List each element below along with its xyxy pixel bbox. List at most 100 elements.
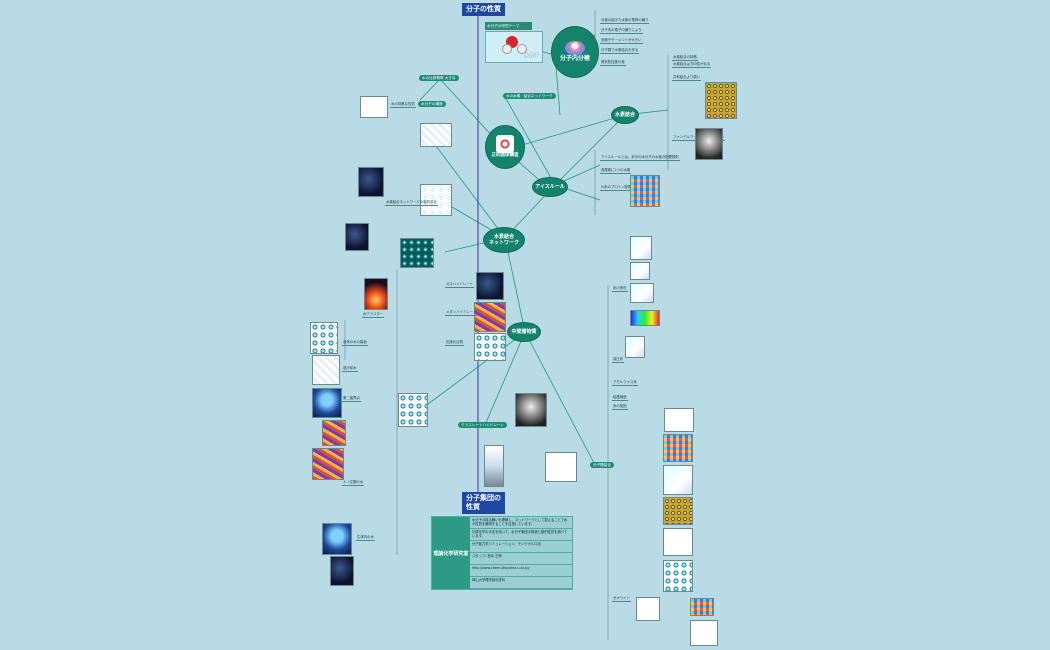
label-left-3: 過冷却水 [342, 366, 358, 372]
lab-name: 理論化学研究室 [432, 517, 470, 589]
label-ice-2: 各酸素に2つの水素 [600, 168, 632, 174]
label-right-5: 氷の相図 [612, 404, 628, 410]
lab-info-panel: 理論化学研究室 水分子の振る舞いを理解し、ネットワークとして捉えることで水の性質… [431, 516, 573, 590]
hub-label: 水素結合 [614, 111, 635, 118]
label-mid-2: メタンハイドレート [445, 310, 478, 316]
hub-ice-rules[interactable]: アイスルール [533, 178, 567, 196]
hub-intermediate-material[interactable]: 中間層物質 [508, 323, 540, 341]
molecule-property-title: 分子の性質 [462, 3, 505, 17]
network-graph-image [420, 123, 452, 147]
cage-image [474, 333, 506, 361]
label-left-6: 生体内の水 [356, 535, 375, 541]
zeolite-image [636, 597, 660, 621]
nanospace-image [322, 523, 352, 555]
lab-url-link[interactable]: http://www.chem.okayama-u.ac.jp/ [470, 565, 572, 577]
label-intra-3: 双極子モーメントが大きい [600, 38, 643, 44]
pill-hbond-sp[interactable]: 分子間結合 [590, 462, 614, 469]
portrait-image [515, 393, 547, 427]
label-hb-2: 水素結合は方向性がある [672, 62, 712, 68]
water-molecule-caption: 水分子 [524, 53, 540, 59]
pill-dipole[interactable]: 水の比誘電率 大きな [419, 75, 459, 82]
hub-label: アイスルール [535, 183, 565, 190]
crystal-image-4 [625, 336, 645, 358]
proton-configuration-image [630, 175, 660, 207]
hub-label: 水素結合 ネットワーク [488, 233, 519, 246]
hub-label: 正四面体構造 [491, 153, 519, 159]
label-mid-1: ガスハイドレート [445, 282, 475, 288]
label-ice-1: アイスルールとは、氷中の水分子の水素の配置規則 [600, 155, 680, 161]
ice-image-3 [663, 465, 693, 495]
glass-image [484, 445, 504, 487]
ice-image-6 [663, 560, 693, 592]
ice-image-1 [664, 408, 694, 432]
label-right-4: 結晶構造 [612, 395, 628, 401]
label-left-4: 第二臨界点 [342, 396, 361, 402]
ice-lattice-image [398, 393, 428, 427]
collective-property-title: 分子集団の 性質 [462, 492, 505, 515]
lab-info-row: 計算化学の手法を用いて、水分子集団の構造と動的性質を調べています。 [470, 529, 572, 541]
crystal-image-2 [630, 262, 650, 280]
spectrum-image [630, 310, 660, 326]
hub-label: 分子内分極 [559, 55, 590, 63]
tetrahedron-icon [496, 135, 514, 154]
magazine-cover-image [330, 556, 354, 586]
label-left-5: ナノ空間の水 [342, 480, 365, 486]
liquid-structure-image [312, 355, 340, 385]
pill-clathrate[interactable]: クラスレートハイドレート [458, 422, 507, 429]
label-left-1: 水クラスター [362, 312, 385, 318]
label-intra-5: 電気陰性度の差 [600, 60, 626, 66]
label-intra-1: 分極の起きた水素の電荷の偏り [600, 18, 650, 24]
pill-tetra-angle[interactable]: 水の水素 · 結合ネットワーク [503, 93, 556, 100]
lab-info-row: 岡山大学理学部化学科 [470, 577, 572, 589]
structure-image [690, 620, 718, 646]
label-right-3: アモルファス氷 [612, 380, 638, 386]
label-hb-3: 共有結合より弱い [672, 75, 702, 81]
label-intra-4: 分子間で水素結合を作る [600, 48, 640, 54]
hydrogen-atom-icon [502, 44, 512, 54]
label-mid-3: 包接化合物 [445, 340, 464, 346]
nature-cover-image [345, 223, 369, 251]
flame-image [364, 278, 388, 310]
hydrogen-atom-icon [517, 44, 527, 54]
label-intra-2: 分子内の電子の偏りにより [600, 28, 643, 34]
hub-tetrahedral-structure[interactable]: 正四面体構造 [486, 126, 524, 168]
phase-image [322, 420, 346, 446]
hub-label: 中間層物質 [511, 328, 537, 335]
label-hb-1: 水素結合の特徴 [672, 55, 698, 61]
polarization-icon [564, 41, 585, 56]
water-molecule-card[interactable]: 水分子 [485, 31, 543, 63]
researcher-photo [695, 128, 723, 160]
label-net-1: 水の特異な性質 [390, 102, 416, 108]
ice-image-4 [663, 497, 693, 525]
label-right-1: 氷の多形 [612, 286, 628, 292]
crystal-image-3 [630, 283, 654, 303]
ice-image-5 [663, 528, 693, 556]
polyhedron-image [476, 272, 504, 300]
label-net-2: 水素結合ネットワークの動的変化 [385, 200, 438, 206]
water-molecule-header: 水分子の研究テーマ [485, 22, 532, 30]
hexagonal-ice-image [420, 184, 452, 216]
ice-image-2 [663, 434, 693, 462]
label-right-bottom: ゼオライト [612, 596, 631, 602]
hydrate-image [474, 302, 506, 332]
lab-info-row: 水分子の振る舞いを理解し、ネットワークとして捉えることで水の性質を解明することを… [470, 517, 572, 529]
label-ice-3: Ih氷のプロトン配置 [600, 185, 633, 191]
surface-image [312, 448, 344, 480]
lab-info-row: スタッフ: 松本 正和 [470, 553, 572, 565]
lab-info-row: 分子動力学シミュレーション、モンテカルロ法 [470, 541, 572, 553]
label-left-2: 液体の水の構造 [342, 340, 368, 346]
label-right-2: 高圧氷 [612, 357, 625, 363]
hub-hydrogen-bond[interactable]: 水素結合 [612, 107, 638, 123]
hbond-network-image [400, 238, 434, 268]
ice-structure-image [705, 82, 737, 119]
cluster-image [310, 322, 338, 354]
molecule-diagram-image [360, 96, 388, 118]
zeolite-grid-image [690, 598, 714, 616]
cage-structure-image [545, 452, 577, 482]
journal-cover-image [358, 167, 384, 197]
crystal-image [630, 236, 652, 260]
pill-structure[interactable]: 水分子の構造 [418, 101, 446, 108]
supercooled-image [312, 388, 342, 418]
hub-hbond-network[interactable]: 水素結合 ネットワーク [484, 228, 524, 252]
hub-intramolecular-polarization[interactable]: 分子内分極 [552, 27, 598, 77]
